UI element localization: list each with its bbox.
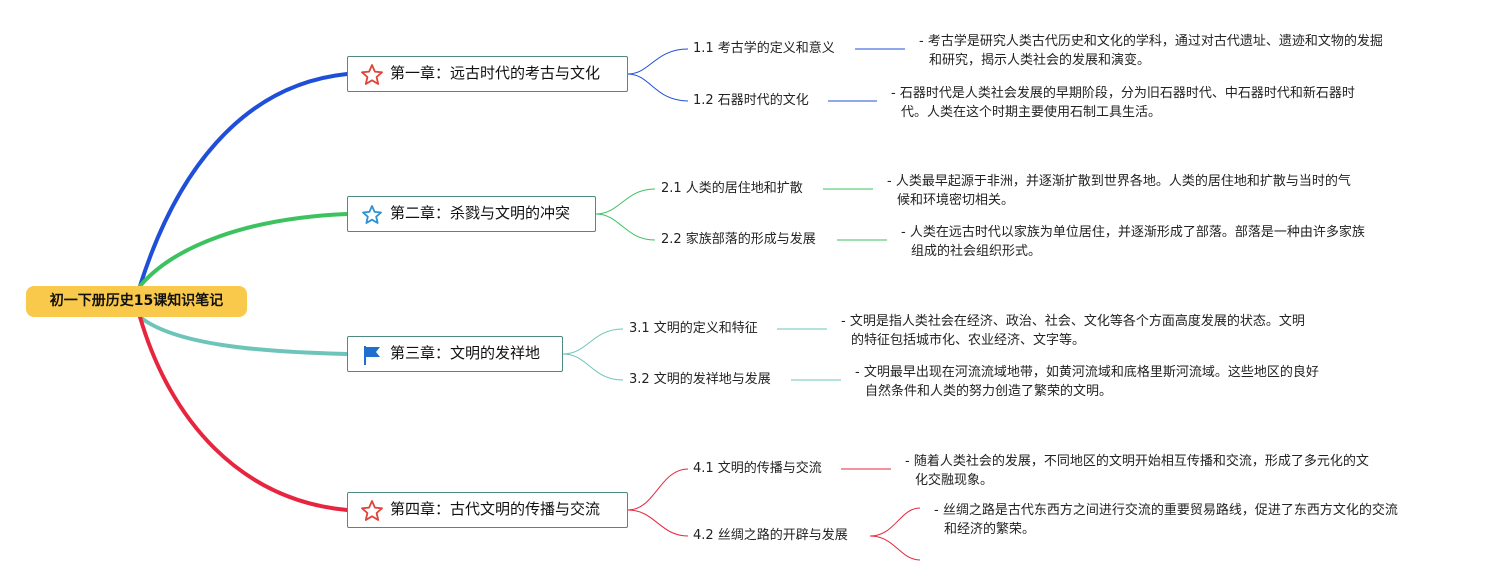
topic-line-1-2 [627, 73, 689, 102]
note-4-2: - 丝绸之路是古代东西方之间进行交流的重要贸易路线，促进了东西方文化的交流 和经… [934, 501, 1474, 539]
note-2-2: - 人类在远古时代以家族为单位居住，并逐渐形成了部落。部落是一种由许多家族 组成… [901, 223, 1431, 261]
topic-line-4-2 [627, 509, 689, 537]
note-line: 的特征包括城市化、农业经济、文字等。 [851, 333, 1086, 348]
topic-line-2-1 [595, 188, 656, 215]
note-line: 化交融现象。 [915, 473, 994, 488]
note-line: - 考古学是研究人类古代历史和文化的学科，通过对古代遗址、遗迹和文物的发掘 [919, 34, 1383, 49]
note-line: - 随着人类社会的发展，不同地区的文明开始相互传播和交流，形成了多元化的文 [905, 454, 1369, 469]
note-line: 自然条件和人类的努力创造了繁荣的文明。 [865, 384, 1113, 399]
topic-line-3-2 [562, 353, 624, 381]
topic-line-2-2 [595, 213, 656, 241]
topic-node-2-1[interactable]: 2.1 人类的居住地和扩散 [661, 181, 803, 196]
note-1-2: - 石器时代是人类社会发展的早期阶段，分为旧石器时代、中石器时代和新石器时 代。… [891, 84, 1421, 122]
note-2-1: - 人类最早起源于非洲，并逐渐扩散到世界各地。人类的居住地和扩散与当时的气 候和… [887, 172, 1417, 210]
star-outline-icon [361, 500, 383, 521]
note-1-1: - 考古学是研究人类古代历史和文化的学科，通过对古代遗址、遗迹和文物的发掘 和研… [919, 32, 1449, 70]
topic-node-3-2[interactable]: 3.2 文明的发祥地与发展 [629, 372, 771, 387]
note-line: - 人类最早起源于非洲，并逐渐扩散到世界各地。人类的居住地和扩散与当时的气 [887, 174, 1351, 189]
note-line: 和研究，揭示人类社会的发展和演变。 [929, 53, 1151, 68]
topic-node-3-1[interactable]: 3.1 文明的定义和特征 [629, 321, 758, 336]
topic-line-3-1 [562, 328, 624, 355]
topic-node-1-1[interactable]: 1.1 考古学的定义和意义 [693, 41, 835, 56]
chapter-node-1[interactable]: 第一章：远古时代的考古与文化 [347, 56, 628, 92]
root-node[interactable]: 初一下册历史15课知识笔记 [26, 286, 247, 317]
topic-line-1-1 [627, 48, 689, 75]
branch-line-chapter-1 [138, 72, 349, 288]
topic-line-4-1 [627, 468, 689, 511]
note-4-1: - 随着人类社会的发展，不同地区的文明开始相互传播和交流，形成了多元化的文 化交… [905, 452, 1435, 490]
chapter-title: 第四章：古代文明的传播与交流 [390, 500, 601, 518]
note-line-4-2 [869, 507, 921, 561]
branch-line-chapter-2 [138, 212, 349, 288]
note-line: - 文明是指人类社会在经济、政治、社会、文化等各个方面高度发展的状态。文明 [841, 314, 1305, 329]
chapter-title: 第二章：杀戮与文明的冲突 [390, 204, 571, 222]
topic-node-4-1[interactable]: 4.1 文明的传播与交流 [693, 461, 822, 476]
chapter-node-4[interactable]: 第四章：古代文明的传播与交流 [347, 492, 628, 528]
note-line: 和经济的繁荣。 [944, 522, 1036, 537]
branch-line-chapter-4 [138, 315, 349, 512]
note-line: - 人类在远古时代以家族为单位居住，并逐渐形成了部落。部落是一种由许多家族 [901, 225, 1365, 240]
note-line: 候和环境密切相关。 [897, 193, 1015, 208]
star-outline-icon [361, 64, 383, 85]
note-line: - 石器时代是人类社会发展的早期阶段，分为旧石器时代、中石器时代和新石器时 [891, 86, 1355, 101]
note-3-2: - 文明最早出现在河流流域地带，如黄河流域和底格里斯河流域。这些地区的良好 自然… [855, 363, 1385, 401]
star-outline-icon [362, 205, 382, 224]
flag-icon [364, 346, 380, 365]
chapter-node-2[interactable]: 第二章：杀戮与文明的冲突 [347, 196, 596, 232]
topic-node-4-2[interactable]: 4.2 丝绸之路的开辟与发展 [693, 528, 848, 543]
note-3-1: - 文明是指人类社会在经济、政治、社会、文化等各个方面高度发展的状态。文明 的特… [841, 312, 1371, 350]
chapter-node-3[interactable]: 第三章：文明的发祥地 [347, 336, 563, 372]
chapter-title: 第三章：文明的发祥地 [390, 344, 541, 362]
note-line: 代。人类在这个时期主要使用石制工具生活。 [901, 105, 1162, 120]
note-line: 组成的社会组织形式。 [911, 244, 1042, 259]
branch-line-chapter-3 [138, 315, 349, 356]
note-line: - 丝绸之路是古代东西方之间进行交流的重要贸易路线，促进了东西方文化的交流 [934, 503, 1398, 518]
note-line: - 文明最早出现在河流流域地带，如黄河流域和底格里斯河流域。这些地区的良好 [855, 365, 1319, 380]
chapter-title: 第一章：远古时代的考古与文化 [390, 64, 601, 82]
topic-node-1-2[interactable]: 1.2 石器时代的文化 [693, 93, 809, 108]
topic-node-2-2[interactable]: 2.2 家族部落的形成与发展 [661, 232, 816, 247]
